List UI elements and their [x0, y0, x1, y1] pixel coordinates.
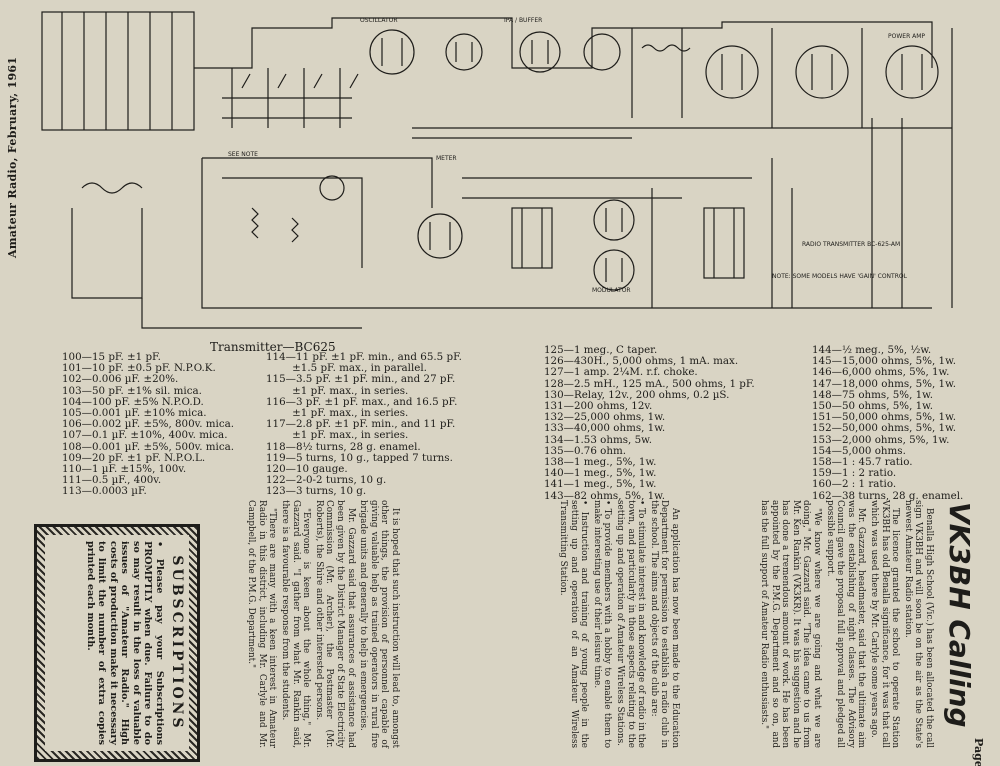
- parts-list-col3: 125—1 meg., C taper.126—430H., 5,000 ohm…: [544, 344, 755, 502]
- part-entry: 134—1.53 ohms, 5w.: [544, 433, 652, 446]
- part-entry: 138—1 meg., 5%, 1w.: [544, 456, 657, 469]
- schematic-caption: Transmitter—BC625: [210, 340, 336, 354]
- article-col3: It is hoped that such instruction will l…: [244, 500, 400, 748]
- article-paragraph: • To stimulate interest in and knowledge…: [615, 500, 647, 748]
- schem-label-power-amp: POWER AMP: [888, 33, 925, 40]
- article-paragraph: Benalla High School (Vic.) has been allo…: [902, 500, 934, 748]
- article-vk3bh: VK3BH Calling Benalla High School (Vic.)…: [180, 496, 980, 751]
- article-col1: Benalla High School (Vic.) has been allo…: [757, 500, 934, 748]
- part-entry: 107—0.1 µF. ±10%, 400v. mica.: [62, 429, 228, 442]
- part-entry: 116—3 pF. ±1 pF. max., and 16.5 pF.: [266, 395, 458, 408]
- part-entry: 101—10 pF. ±0.5 pF. N.P.O.K.: [62, 362, 216, 375]
- part-entry: 133—40,000 ohms, 1w.: [544, 422, 666, 435]
- part-entry: 160—2 : 1 ratio.: [812, 478, 897, 491]
- schem-note: NOTE: SOME MODELS HAVE 'GAIN' CONTROL: [772, 273, 908, 280]
- article-paragraph: The licence granted the school to operat…: [869, 500, 901, 748]
- part-entry: 111—0.5 µF., 400v.: [62, 474, 162, 487]
- part-entry: 117—2.8 pF. ±1 pF. min., and 11 pF.: [266, 418, 456, 431]
- article-paragraph: Mr. Gazzard, headmaster, said that the u…: [824, 500, 867, 748]
- part-entry: 110—1 µF. ±15%, 100v.: [62, 463, 187, 476]
- part-entry: 162—38 turns, 28 g. enamel.: [812, 489, 964, 502]
- part-entry: 147—18,000 ohms, 5%, 1w.: [812, 377, 956, 390]
- part-entry: 159—1 : 2 ratio.: [812, 467, 897, 480]
- article-paragraph: Mr. Gazzard said that assurances of assi…: [313, 500, 356, 748]
- article-paragraph: It is hoped that such instruction will l…: [358, 500, 400, 748]
- part-entry: 153—2,000 ohms, 5%, 1w.: [812, 433, 950, 446]
- part-entry: 152—50,000 ohms, 5%, 1w.: [812, 422, 956, 435]
- part-entry: 102—0.006 µF. ±20%.: [62, 373, 179, 386]
- transmitter-schematic: OSCILLATOR IPA / BUFFER POWER AMP MODULA…: [41, 11, 953, 329]
- schem-label-ipa: IPA / BUFFER: [504, 17, 542, 24]
- part-entry: 123—3 turns, 10 g.: [266, 485, 367, 498]
- part-entry: 125—1 meg., C taper.: [544, 344, 658, 356]
- part-entry: ±1 pF. max., in series.: [266, 407, 409, 420]
- article-paragraph: "Everyone is keen about the whole thing,…: [280, 500, 312, 748]
- part-entry: 128—2.5 mH., 125 mA., 500 ohms, 1 pF.: [544, 377, 755, 390]
- part-entry: 113—0.0003 µF.: [62, 485, 147, 498]
- part-entry: 119—5 turns, 10 g., tapped 7 turns.: [266, 451, 453, 464]
- part-entry: 154—5,000 ohms.: [812, 444, 906, 457]
- part-entry: 103—50 pF. ±1% sil. mica.: [62, 384, 202, 397]
- part-entry: ±1 pF. max., in series.: [266, 384, 409, 397]
- part-entry: 140—1 meg., 5%, 1w.: [544, 467, 657, 480]
- part-entry: 109—20 pF. ±1 pF. N.P.O.L.: [62, 451, 206, 464]
- article-paragraph: "There are many with a keen interest in …: [246, 500, 278, 748]
- subscriptions-text: • Please pay your Subscriptions PROMPTLY…: [85, 541, 165, 745]
- part-entry: 143—82 ohms, 5%, 1w.: [544, 489, 666, 502]
- article-paragraph: • To provide members with a hobby to ena…: [591, 500, 613, 748]
- subscriptions-title: SUBSCRIPTIONS: [169, 555, 185, 731]
- part-entry: 158—1 : 45.7 ratio.: [812, 456, 913, 469]
- schem-meter: METER: [436, 155, 457, 162]
- part-entry: 108—0.001 µF. ±5%, 500v. mica.: [62, 440, 235, 453]
- part-entry: 148—75 ohms, 5%, 1w.: [812, 388, 934, 401]
- running-header: Amateur Radio, February, 1961: [6, 56, 19, 258]
- part-entry: 141—1 meg., 5%, 1w.: [544, 478, 657, 491]
- article-paragraph: An application has now been made to the …: [648, 500, 680, 748]
- part-entry: 120—10 gauge.: [266, 463, 348, 476]
- part-entry: 114—11 pF. ±1 pF. min., and 65.5 pF.: [266, 351, 462, 363]
- part-entry: 145—15,000 ohms, 5%, 1w.: [812, 355, 956, 368]
- part-entry: 130—Relay, 12v., 200 ohms, 0.2 µS.: [544, 388, 730, 401]
- part-entry: 135—0.76 ohm.: [544, 444, 627, 457]
- article-paragraph: "We know where we are going and what we …: [759, 500, 823, 748]
- article-paragraph: • Instruction and training of young peop…: [558, 500, 590, 748]
- schem-see-note: SEE NOTE: [228, 151, 258, 158]
- part-entry: ±1 pF. max., in series.: [266, 429, 409, 442]
- article-headline: VK3BH Calling: [943, 502, 976, 728]
- article-col2: An application has now been made to the …: [555, 500, 680, 748]
- parts-list-col4: 144—½ meg., 5%, ½w.145—15,000 ohms, 5%, …: [812, 344, 964, 502]
- part-entry: 132—25,000 ohms, 1w.: [544, 411, 666, 424]
- part-entry: 104—100 pF. ±5% N.P.O.D.: [62, 395, 204, 408]
- parts-list-col2: 114—11 pF. ±1 pF. min., and 65.5 pF. ±1.…: [266, 351, 462, 498]
- part-entry: 118—8½ turns, 28 g. enamel.: [266, 440, 421, 453]
- part-entry: 122—2-0-2 turns, 10 g.: [266, 474, 387, 487]
- schem-label-modulator: MODULATOR: [592, 287, 631, 294]
- part-entry: 146—6,000 ohms, 5%, 1w.: [812, 366, 950, 379]
- part-entry: 105—0.001 µF. ±10% mica.: [62, 407, 207, 420]
- part-entry: 100—15 pF. ±1 pF.: [62, 351, 161, 363]
- part-entry: 150—50 ohms, 5%, 1w.: [812, 400, 934, 413]
- schem-label-oscillator: OSCILLATOR: [360, 17, 398, 24]
- part-entry: 115—3.5 pF. ±1 pF. min., and 27 pF.: [266, 373, 456, 386]
- part-entry: 131—200 ohms, 12v.: [544, 400, 653, 413]
- part-entry: ±1.5 pF. max., in parallel.: [266, 362, 427, 375]
- part-entry: 151—50,000 ohms, 5%, 1w.: [812, 411, 956, 424]
- part-entry: 127—1 amp. 2¼M. r.f. choke.: [544, 366, 698, 379]
- subscriptions-notice: SUBSCRIPTIONS • Please pay your Subscrip…: [34, 524, 200, 762]
- part-entry: 126—430H., 5,000 ohms, 1 mA. max.: [544, 355, 739, 368]
- schem-title: RADIO TRANSMITTER BC-625-AM: [802, 241, 900, 248]
- part-entry: 106—0.002 µF. ±5%, 800v. mica.: [62, 418, 235, 431]
- parts-list-col1: 100—15 pF. ±1 pF.101—10 pF. ±0.5 pF. N.P…: [62, 351, 235, 498]
- part-entry: 144—½ meg., 5%, ½w.: [812, 344, 932, 356]
